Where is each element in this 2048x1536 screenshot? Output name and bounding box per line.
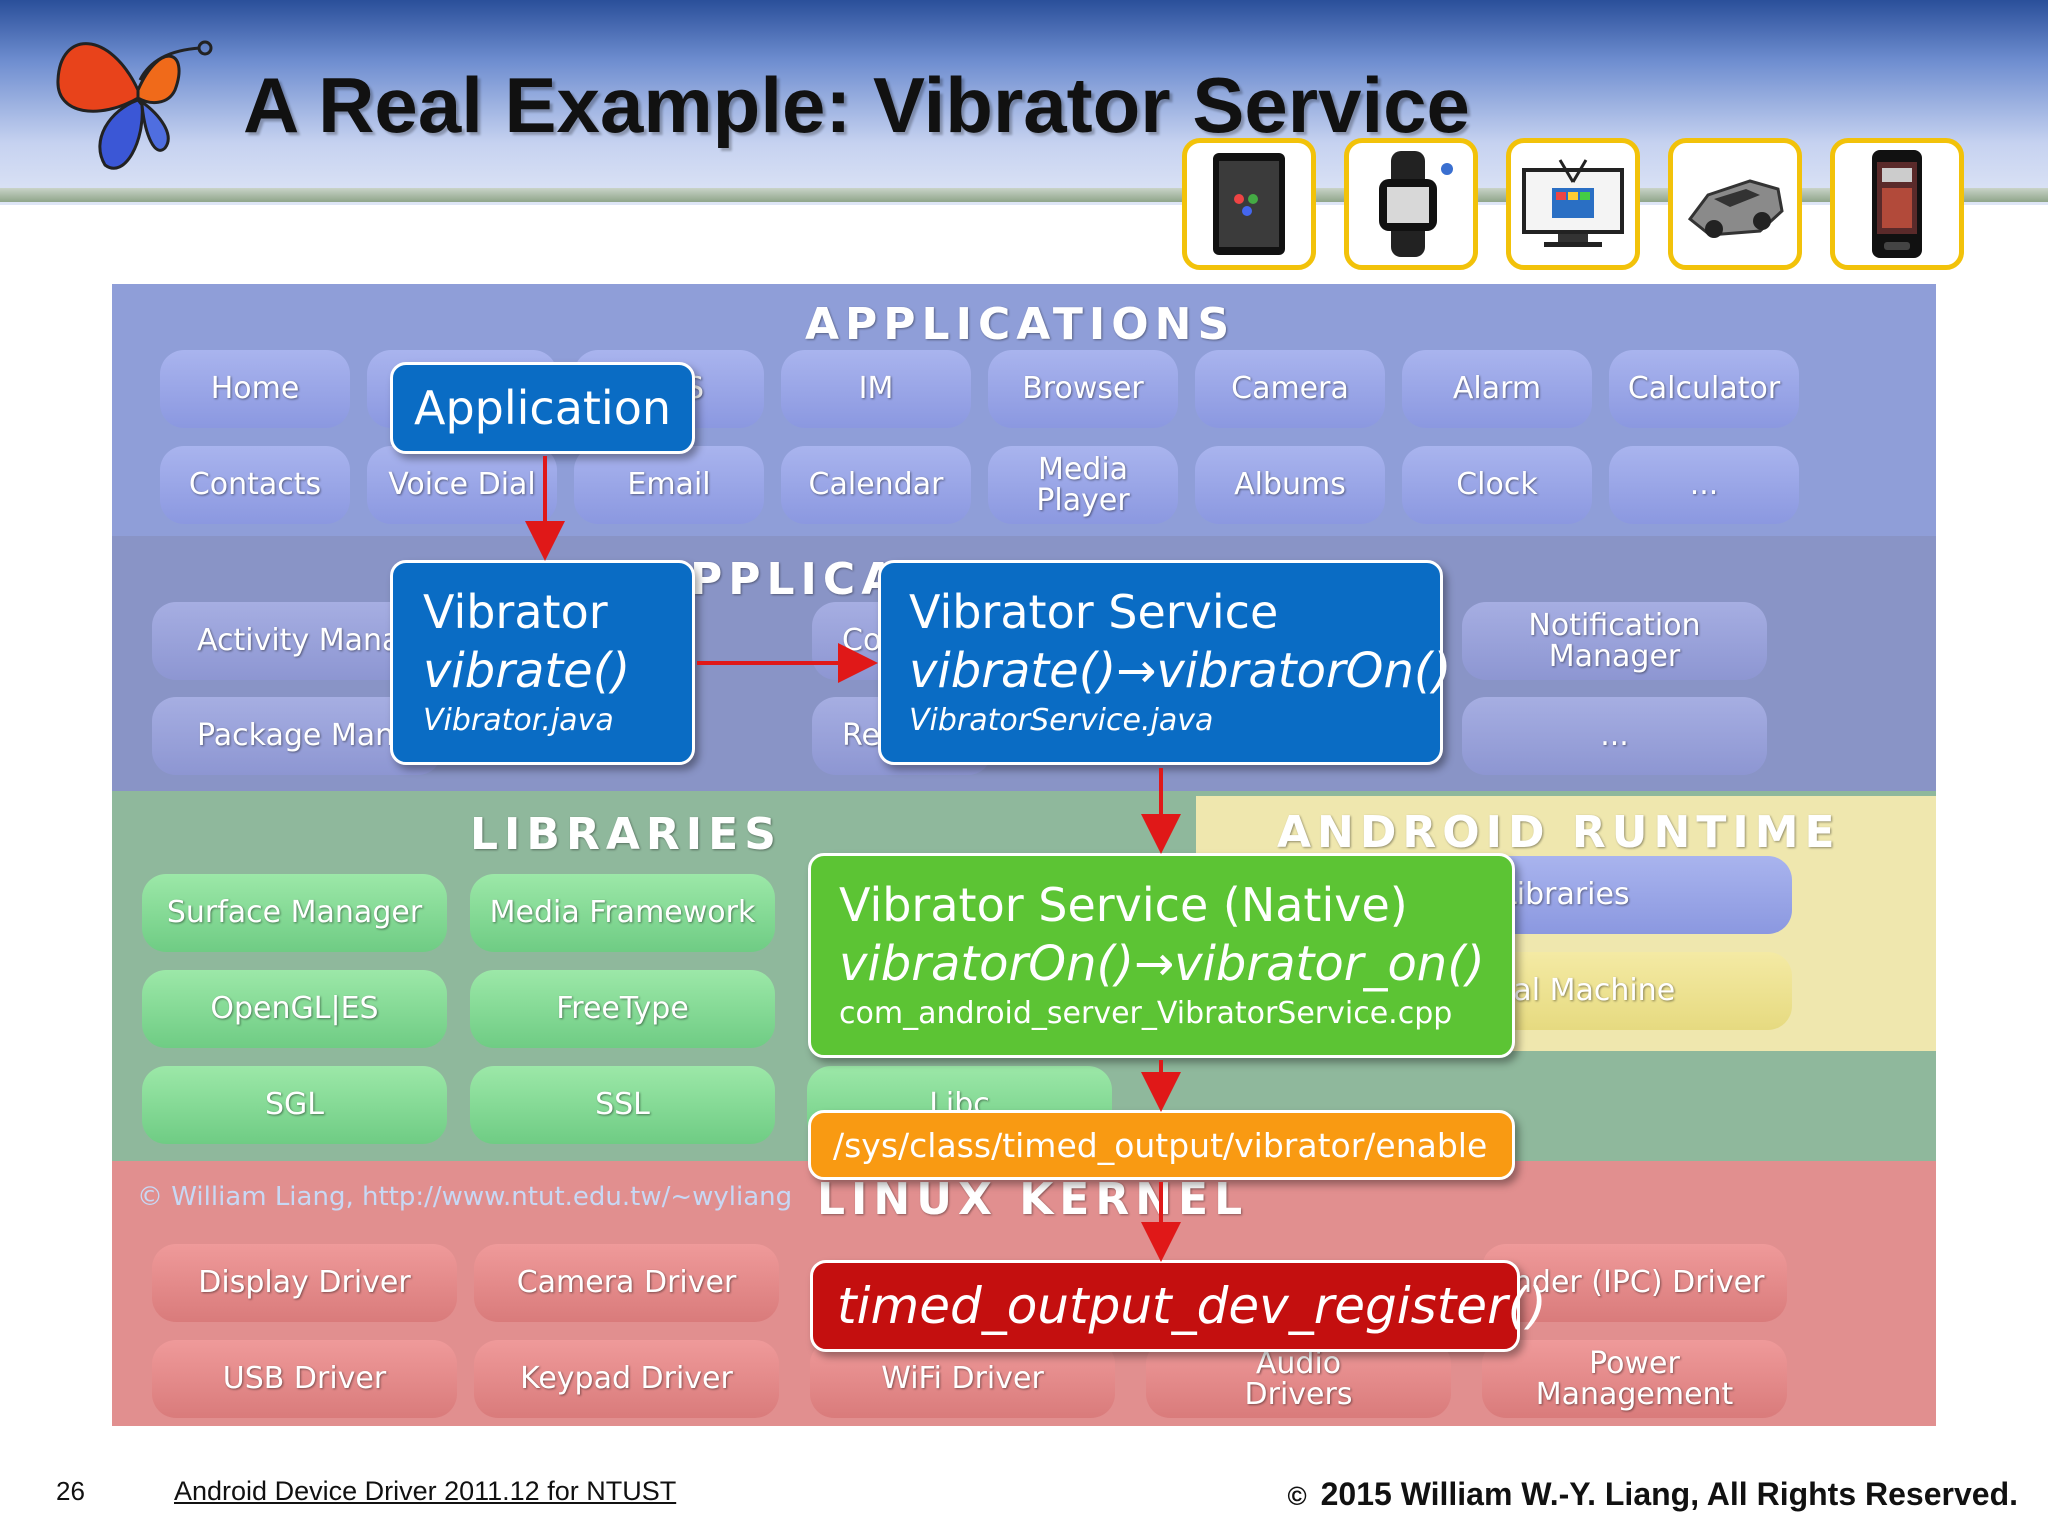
- app-im: IM: [781, 350, 971, 428]
- app-voice-dial: Voice Dial: [367, 446, 557, 524]
- car-icon: [1668, 138, 1802, 270]
- app-home: Home: [160, 350, 350, 428]
- kernel-title: LINUX KERNEL: [817, 1174, 1249, 1225]
- smartwatch-icon: [1344, 138, 1478, 270]
- slide-number: 26: [56, 1476, 85, 1506]
- app-more: ...: [1609, 446, 1799, 524]
- kernel-wifi-driver: WiFi Driver: [810, 1340, 1115, 1418]
- libraries-title: LIBRARIES: [470, 809, 782, 860]
- course-link[interactable]: Android Device Driver 2011.12 for NTUST: [174, 1476, 677, 1506]
- lib-ssl: SSL: [470, 1066, 775, 1144]
- slide-title: A Real Example: Vibrator Service: [243, 61, 1470, 149]
- kernel-call-box: timed_output_dev_register(): [810, 1260, 1547, 1352]
- native-service-box: Vibrator Service (Native) vibratorOn()→v…: [808, 853, 1515, 1058]
- kernel-power-management: Power Management: [1482, 1340, 1787, 1418]
- app-media-player: Media Player: [988, 446, 1178, 524]
- device-thumbnails: [1182, 138, 1964, 270]
- kernel-camera-driver: Camera Driver: [474, 1244, 779, 1322]
- lib-media-framework: Media Framework: [470, 874, 775, 952]
- application-box: Application: [390, 362, 695, 454]
- kernel-display-driver: Display Driver: [152, 1244, 457, 1322]
- app-camera: Camera: [1195, 350, 1385, 428]
- vibrator-service-title: Vibrator Service: [909, 585, 1279, 639]
- lib-opengl-es: OpenGL|ES: [142, 970, 447, 1048]
- vibrator-service-file: VibratorService.java: [909, 703, 1214, 738]
- vibrator-call: vibrate(): [423, 643, 631, 699]
- kernel-audio-drivers: Audio Drivers: [1146, 1340, 1451, 1418]
- application-label: Application: [413, 381, 672, 435]
- app-clock: Clock: [1402, 446, 1592, 524]
- lib-freetype: FreeType: [470, 970, 775, 1048]
- native-service-call: vibratorOn()→vibrator_on(): [839, 936, 1485, 992]
- tablet-icon: [1182, 138, 1316, 270]
- native-service-title: Vibrator Service (Native): [839, 878, 1408, 932]
- vibrator-file: Vibrator.java: [423, 703, 614, 738]
- applications-title: APPLICATIONS: [805, 299, 1236, 350]
- butterfly-logo-icon: [56, 40, 213, 170]
- vibrator-box: Vibrator vibrate() Vibrator.java: [390, 560, 695, 765]
- vibrator-service-box: Vibrator Service vibrate()→vibratorOn() …: [878, 560, 1452, 765]
- vibrator-service-call: vibrate()→vibratorOn(): [909, 643, 1452, 699]
- framework-title: PPLICA: [690, 554, 902, 605]
- native-service-file: com_android_server_VibratorService.cpp: [839, 996, 1453, 1031]
- copyright: © 2015 William W.-Y. Liang, All Rights Re…: [1287, 1476, 2018, 1513]
- sysfs-path: /sys/class/timed_output/vibrator/enable: [833, 1125, 1488, 1165]
- runtime-title: ANDROID RUNTIME: [1277, 807, 1841, 858]
- app-contacts: Contacts: [160, 446, 350, 524]
- lib-surface-manager: Surface Manager: [142, 874, 447, 952]
- kernel-usb-driver: USB Driver: [152, 1340, 457, 1418]
- kernel-call: timed_output_dev_register(): [837, 1277, 1547, 1335]
- television-icon: [1506, 138, 1640, 270]
- copyright-symbol: ©: [1287, 1481, 1307, 1511]
- kernel-keypad-driver: Keypad Driver: [474, 1340, 779, 1418]
- app-calculator: Calculator: [1609, 350, 1799, 428]
- app-browser: Browser: [988, 350, 1178, 428]
- lib-sgl: SGL: [142, 1066, 447, 1144]
- app-calendar: Calendar: [781, 446, 971, 524]
- smartphone-icon: [1830, 138, 1964, 270]
- fw-more: ...: [1462, 697, 1767, 775]
- app-albums: Albums: [1195, 446, 1385, 524]
- copyright-text: 2015 William W.-Y. Liang, All Rights Res…: [1320, 1476, 2018, 1512]
- kernel-binder-driver: inder (IPC) Driver: [1482, 1244, 1787, 1322]
- fw-notification-manager: Notification Manager: [1462, 602, 1767, 680]
- kernel-credit: © William Liang, http://www.ntut.edu.tw/…: [137, 1182, 793, 1212]
- app-alarm: Alarm: [1402, 350, 1592, 428]
- app-email: Email: [574, 446, 764, 524]
- vibrator-title: Vibrator: [423, 585, 608, 639]
- sysfs-path-box: /sys/class/timed_output/vibrator/enable: [808, 1110, 1515, 1180]
